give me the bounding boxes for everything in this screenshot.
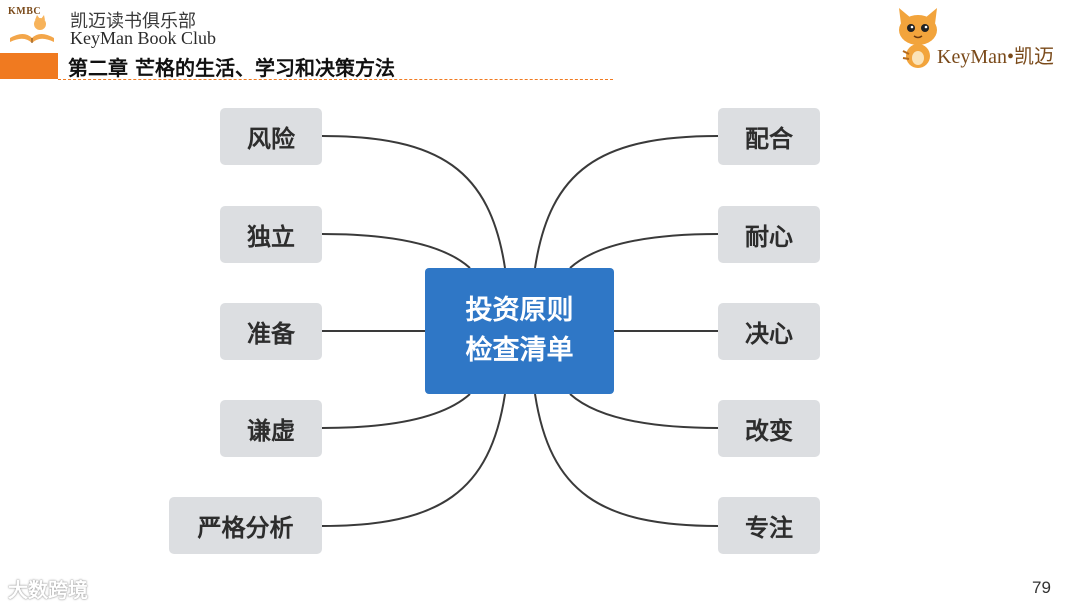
club-name-chinese: 凯迈读书俱乐部: [70, 11, 196, 32]
connector-allocation: [534, 135, 719, 269]
node-label: 专注: [745, 514, 793, 542]
node-label: 决心: [745, 320, 793, 348]
node-label: 谦虚: [247, 417, 295, 445]
node-rigorous-analysis: 严格分析: [169, 497, 322, 554]
node-focus: 专注: [718, 497, 820, 554]
connector-humility: [321, 393, 471, 429]
node-change: 改变: [718, 400, 820, 457]
node-label: 风险: [247, 125, 295, 153]
logo-abbreviation: KMBC: [8, 6, 42, 17]
connector-risk: [321, 135, 506, 269]
chapter-title: 第二章 芒格的生活、学习和决策方法: [68, 56, 395, 80]
connector-change: [569, 393, 719, 429]
center-node-line-2: 检查清单: [465, 335, 574, 366]
node-patience: 耐心: [718, 206, 820, 263]
node-independence: 独立: [220, 206, 322, 263]
watermark: 大数跨境: [8, 578, 88, 602]
node-label: 独立: [247, 223, 295, 251]
node-label: 耐心: [745, 223, 793, 251]
node-label: 改变: [745, 417, 793, 445]
club-name-english: KeyMan Book Club: [70, 28, 216, 48]
center-node: 投资原则 检查清单: [425, 268, 614, 394]
page-number: 79: [1032, 578, 1051, 597]
title-divider: [58, 79, 613, 80]
node-decisiveness: 决心: [718, 303, 820, 360]
node-risk: 风险: [220, 108, 322, 165]
node-label: 配合: [745, 125, 793, 153]
cat-mascot-icon: [899, 8, 937, 68]
brand-wordmark: KeyMan•凯迈: [937, 46, 1054, 68]
node-preparation: 准备: [220, 303, 322, 360]
connector-focus: [534, 393, 719, 527]
connector-independence: [321, 233, 471, 269]
center-node-line-1: 投资原则: [465, 295, 574, 326]
node-humility: 谦虚: [220, 400, 322, 457]
connector-rigorous-analysis: [321, 393, 506, 527]
connector-patience: [569, 233, 719, 269]
book-club-logo-icon: [10, 15, 54, 43]
node-label: 严格分析: [197, 514, 294, 542]
title-accent-bar: [0, 53, 58, 79]
node-label: 准备: [247, 320, 295, 348]
node-allocation: 配合: [718, 108, 820, 165]
